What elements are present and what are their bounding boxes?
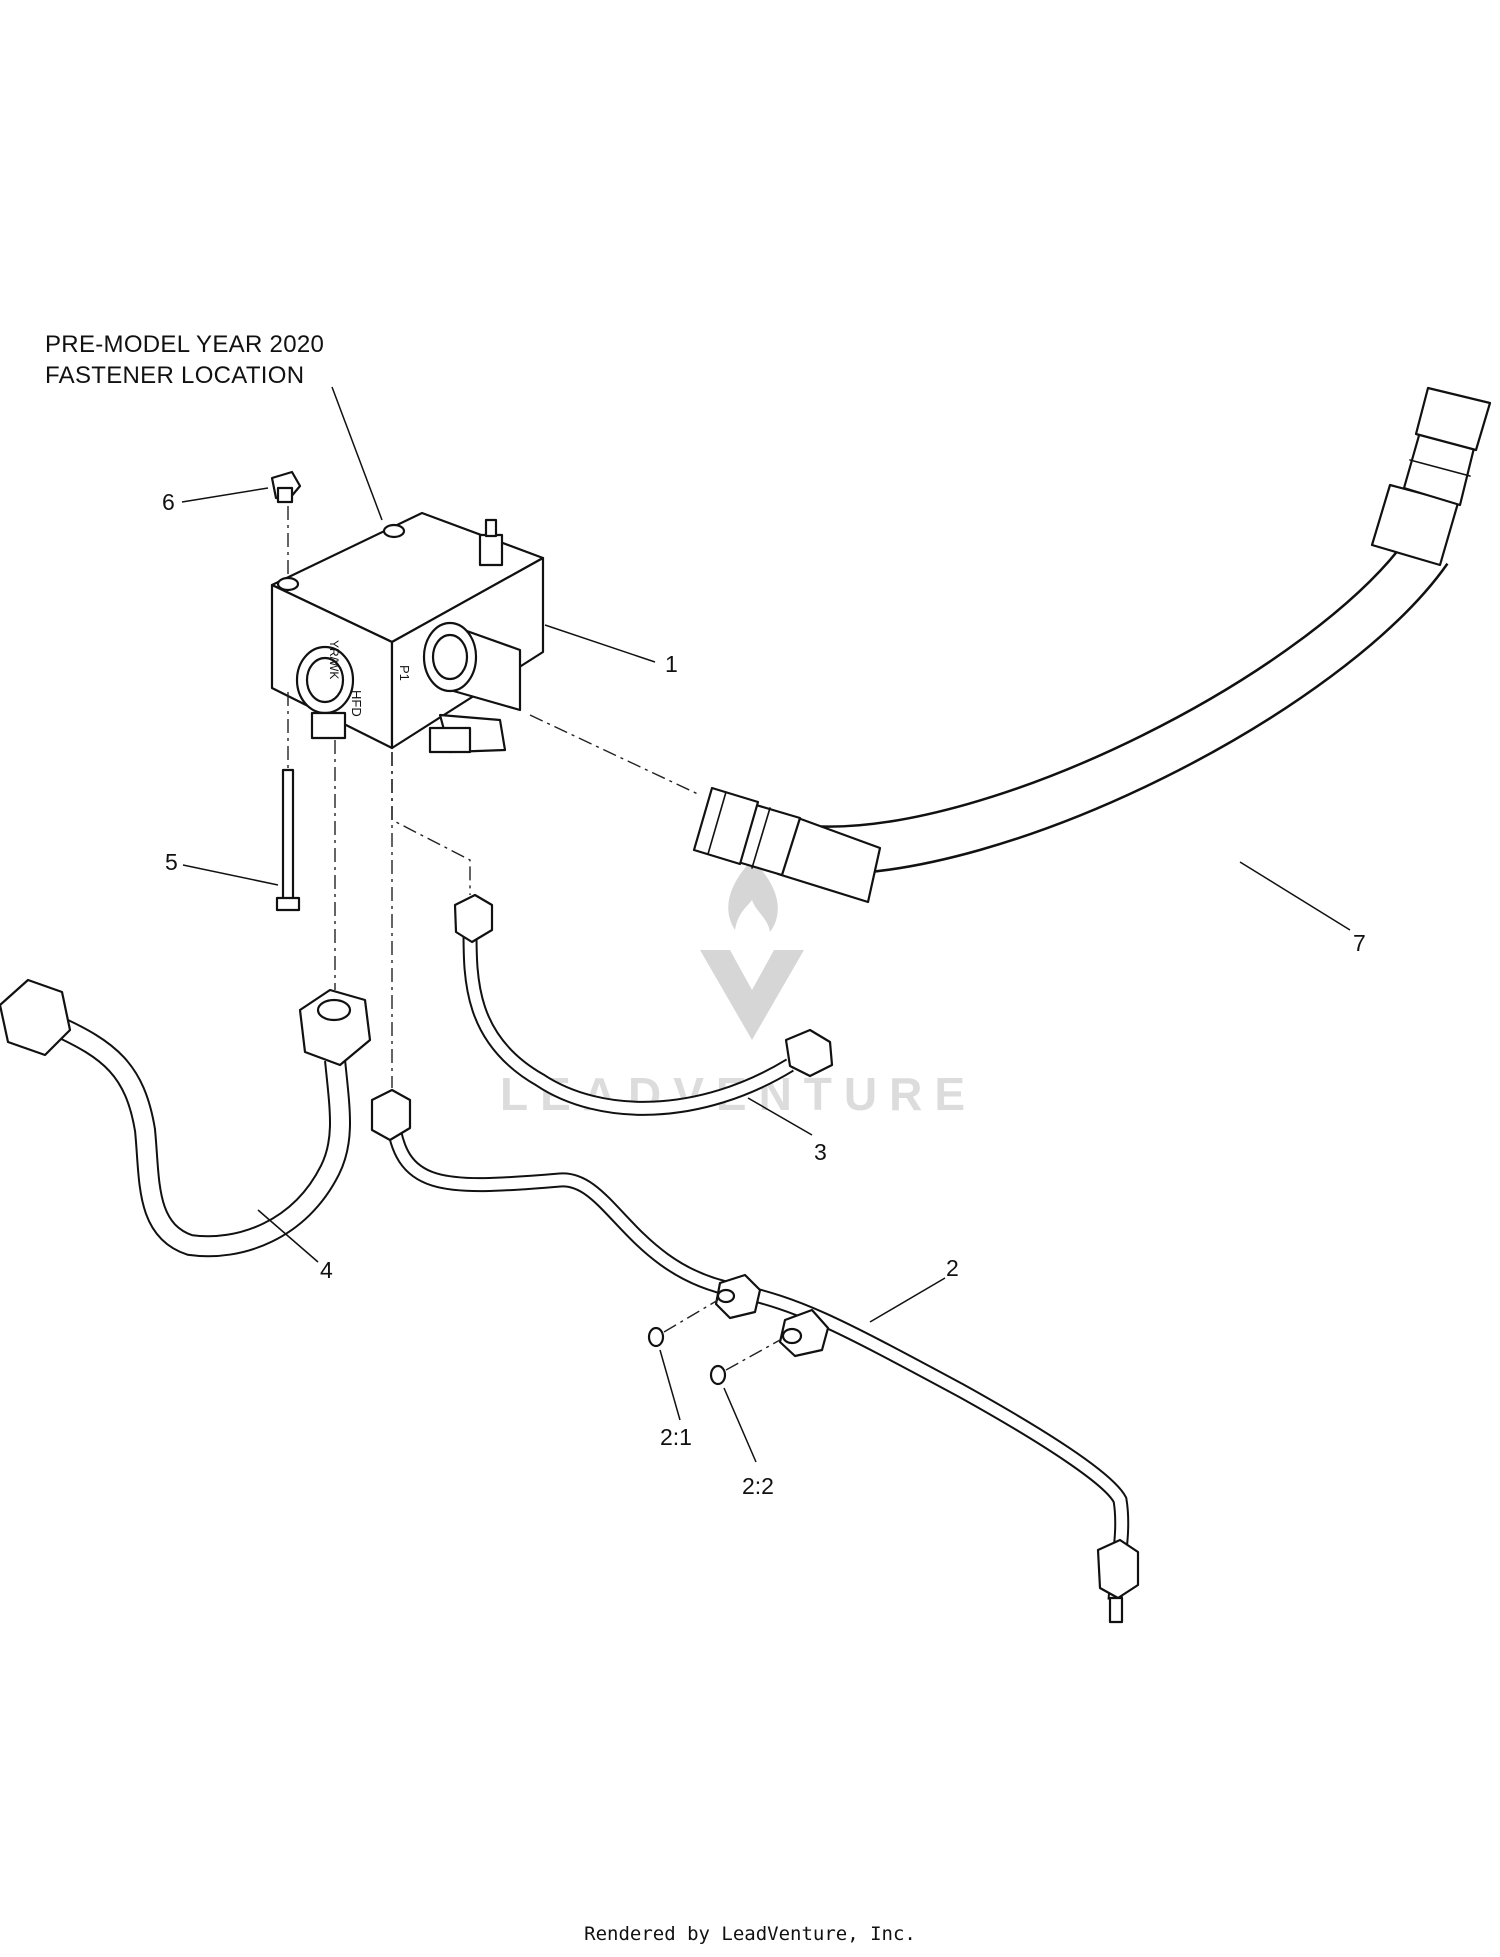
part-3-tube — [453, 893, 834, 1116]
leader-2-1 — [659, 1349, 681, 1421]
leadventure-watermark: LEADVENTURE — [500, 860, 965, 1120]
callout-2-1: 2:1 — [660, 1424, 692, 1450]
part-7-hose — [692, 386, 1492, 904]
part-6-flange-bolt — [270, 470, 302, 504]
callout-1: 1 — [665, 651, 678, 677]
block-marking-hfd: HFD — [349, 690, 364, 717]
leader-6 — [181, 487, 269, 503]
note-leader — [331, 386, 383, 521]
footer-credit: Rendered by LeadVenture, Inc. — [584, 1923, 916, 1945]
part-2-1-o-ring — [647, 1326, 665, 1348]
callout-6: 6 — [162, 489, 175, 515]
note-line-1: PRE-MODEL YEAR 2020 — [45, 331, 324, 358]
callout-2-2: 2:2 — [742, 1473, 774, 1499]
callout-2: 2 — [946, 1255, 959, 1281]
part-7-dash — [529, 714, 701, 796]
part-2-2-o-ring — [709, 1364, 727, 1386]
leader-7 — [1239, 861, 1351, 931]
callout-5: 5 — [165, 849, 178, 875]
leader-2-2 — [723, 1387, 757, 1463]
block-marking-p1: P1 — [397, 665, 412, 681]
leader-2 — [869, 1277, 946, 1323]
leader-4 — [257, 1209, 319, 1263]
leader-3 — [747, 1097, 813, 1136]
callout-7: 7 — [1353, 930, 1366, 956]
part-5-bolt — [275, 768, 301, 912]
leader-5 — [182, 864, 279, 886]
part-2-tube — [370, 1088, 1140, 1624]
block-marking-yrwk: YR/WK — [327, 640, 341, 679]
part-2-1-dash — [663, 1299, 719, 1333]
part-3-dash — [391, 752, 471, 895]
part-2-2-dash — [725, 1339, 781, 1371]
part-4-tube — [0, 978, 372, 1258]
leader-1 — [544, 624, 656, 663]
part-1-valve-block: HFD YR/WK P1 — [270, 511, 545, 754]
callout-4: 4 — [320, 1257, 333, 1283]
note-line-2: FASTENER LOCATION — [45, 362, 304, 389]
callout-3: 3 — [814, 1139, 827, 1165]
